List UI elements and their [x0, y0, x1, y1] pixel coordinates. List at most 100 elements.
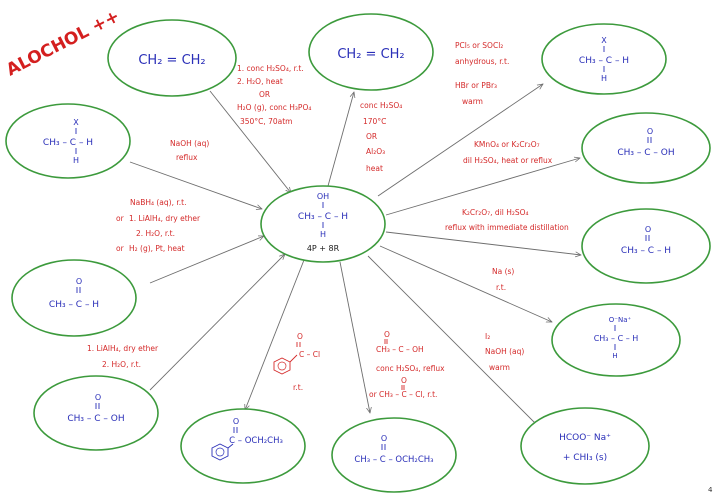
- svg-text:dil H₂SO₄, heat or reflux: dil H₂SO₄, heat or reflux: [463, 156, 553, 165]
- center-alcohol-node: OH CH₃ – C – H H 4P + 8R: [260, 185, 386, 263]
- svg-text:r.t.: r.t.: [293, 383, 303, 392]
- svg-text:H: H: [73, 156, 79, 165]
- svg-text:I₂: I₂: [485, 332, 490, 341]
- center-formula: CH₃ – C – H: [298, 212, 348, 222]
- svg-text:C – Cl: C – Cl: [299, 350, 320, 359]
- svg-text:OR: OR: [366, 132, 377, 141]
- svg-text:CH₃ – C – H: CH₃ – C – H: [579, 56, 629, 66]
- svg-text:H: H: [601, 74, 607, 83]
- benzoyl-chloride-conditions: O C – Cl r.t.: [273, 332, 320, 392]
- aldehyde-product-node: O CH₃ – C – H: [581, 208, 711, 284]
- svg-text:CH₃ – C – OH: CH₃ – C – OH: [617, 148, 674, 158]
- svg-text:1. LiAlH₄, dry ether: 1. LiAlH₄, dry ether: [87, 344, 159, 353]
- alkoxide-product-node: O⁻Na⁺ CH₃ – C – H H: [551, 303, 681, 377]
- svg-text:anhydrous, r.t.: anhydrous, r.t.: [455, 57, 509, 66]
- svg-text:OR: OR: [259, 90, 270, 99]
- reduction-acid-conditions: 1. LiAlH₄, dry ether 2. H₂O, r.t.: [87, 344, 159, 369]
- svg-text:conc H₂SO₄: conc H₂SO₄: [360, 101, 402, 110]
- arrow-dehydration: [327, 92, 354, 187]
- svg-text:O: O: [76, 277, 82, 286]
- svg-text:H: H: [612, 352, 617, 360]
- ethyl-ester-product-node: O CH₃ – C – OCH₂CH₃: [331, 417, 457, 493]
- arrow-substitution: [129, 161, 262, 209]
- svg-text:CH₃ – C – H: CH₃ – C – H: [49, 300, 99, 310]
- halogenation-conditions: PCl₅ or SOCl₂ anhydrous, r.t. HBr or PBr…: [455, 41, 509, 106]
- svg-text:C – OCH₂CH₃: C – OCH₂CH₃: [229, 436, 283, 446]
- svg-text:2. H₂O, r.t.: 2. H₂O, r.t.: [136, 229, 175, 238]
- benzene-ring-icon: [273, 357, 291, 375]
- arrow-oxidation-acid: [385, 158, 580, 216]
- arrow-halogenation: [377, 84, 543, 197]
- oxidation-acid-conditions: KMnO₄ or K₂Cr₂O₇ dil H₂SO₄, heat or refl…: [463, 140, 553, 165]
- svg-text:O: O: [233, 417, 239, 426]
- arrow-reduction-ketone: [149, 236, 264, 284]
- svg-text:HBr or PBr₃: HBr or PBr₃: [455, 81, 497, 90]
- svg-text:conc H₂SO₄, reflux: conc H₂SO₄, reflux: [376, 364, 445, 373]
- svg-text:NaOH (aq): NaOH (aq): [170, 139, 209, 148]
- svg-text:2. H₂O, r.t.: 2. H₂O, r.t.: [102, 360, 141, 369]
- svg-text:170°C: 170°C: [363, 117, 386, 126]
- arrow-iodoform: [367, 255, 540, 428]
- svg-text:X: X: [601, 36, 607, 45]
- arrow-phenyl-ester: [245, 259, 305, 410]
- svg-text:O: O: [401, 376, 407, 385]
- svg-text:O: O: [297, 332, 303, 341]
- oxidation-aldehyde-conditions: K₂Cr₂O₇, dil H₂SO₄ reflux with immediate…: [445, 208, 569, 232]
- svg-text:1. LiAlH₄, dry ether: 1. LiAlH₄, dry ether: [129, 214, 201, 223]
- svg-text:CH₃ – C – H: CH₃ – C – H: [43, 138, 93, 148]
- ethene-formula: CH₂ = CH₂: [138, 53, 205, 68]
- arrow-ethyl-ester: [339, 261, 370, 413]
- benzene-ring-icon: [211, 443, 229, 461]
- svg-text:O: O: [647, 127, 653, 136]
- svg-text:NaOH (aq): NaOH (aq): [485, 347, 524, 356]
- svg-text:or CH₃ – C – Cl, r.t.: or CH₃ – C – Cl, r.t.: [369, 390, 437, 399]
- svg-text:Al₂O₃: Al₂O₃: [366, 147, 385, 156]
- svg-text:Na (s): Na (s): [492, 267, 514, 276]
- ethene-node-right: CH₂ = CH₂: [308, 13, 434, 91]
- svg-text:KMnO₄ or K₂Cr₂O₇: KMnO₄ or K₂Cr₂O₇: [474, 140, 540, 149]
- iodoform-product-node: HCOO⁻ Na⁺ + CHI₃ (s): [520, 407, 650, 485]
- ethanoic-acid-reactant-node: O CH₃ – C – OH: [33, 375, 159, 451]
- svg-text:reflux: reflux: [176, 153, 198, 162]
- reduction-ketone-conditions: NaBH₄ (aq), r.t. or 1. LiAlH₄, dry ether…: [116, 198, 201, 253]
- sodium-conditions: Na (s) r.t.: [492, 267, 514, 292]
- ethene-node-left: CH₂ = CH₂: [107, 19, 237, 97]
- svg-text:heat: heat: [366, 164, 383, 173]
- arrow-reduction-acid: [149, 254, 285, 391]
- center-h: H: [320, 230, 326, 239]
- svg-text:warm: warm: [489, 363, 510, 372]
- iodoform-conditions: I₂ NaOH (aq) warm: [485, 332, 524, 372]
- haloalkane-reactant-node: X CH₃ – C – H H: [5, 103, 131, 179]
- svg-text:1. conc H₂SO₄, r.t.: 1. conc H₂SO₄, r.t.: [237, 64, 304, 73]
- svg-text:NaBH₄ (aq), r.t.: NaBH₄ (aq), r.t.: [130, 198, 186, 207]
- svg-text:H₂ (g), Pt, heat: H₂ (g), Pt, heat: [129, 244, 185, 253]
- svg-text:+ CHI₃ (s): + CHI₃ (s): [563, 453, 607, 463]
- haloalkane-product-node: X CH₃ – C – H H: [541, 23, 667, 95]
- svg-text:H₂O (g), conc H₃PO₄: H₂O (g), conc H₃PO₄: [237, 103, 311, 112]
- svg-text:or: or: [116, 244, 125, 253]
- svg-text:CH₃ – C – OCH₂CH₃: CH₃ – C – OCH₂CH₃: [354, 455, 433, 465]
- svg-text:K₂Cr₂O₇, dil H₂SO₄: K₂Cr₂O₇, dil H₂SO₄: [462, 208, 529, 217]
- phenyl-ester-product-node: O C – OCH₂CH₃: [180, 408, 306, 484]
- svg-text:warm: warm: [462, 97, 483, 106]
- arrow-sodium: [379, 245, 552, 323]
- svg-text:O: O: [384, 330, 390, 339]
- arrow-hydration: [209, 90, 291, 193]
- svg-text:CH₃ – C – OH: CH₃ – C – OH: [376, 345, 424, 354]
- svg-text:O: O: [95, 393, 101, 402]
- svg-text:CH₃ – C – OH: CH₃ – C – OH: [67, 414, 124, 424]
- center-oh: OH: [317, 192, 329, 201]
- svg-text:2. H₂O, heat: 2. H₂O, heat: [237, 77, 283, 86]
- reaction-count: 4P + 8R: [307, 244, 340, 253]
- svg-text:CH₃ – C – H: CH₃ – C – H: [594, 334, 639, 343]
- page-title: ALOCHOL ++: [3, 6, 123, 80]
- ethene-formula: CH₂ = CH₂: [337, 47, 404, 62]
- svg-text:350°C, 70atm: 350°C, 70atm: [240, 117, 292, 126]
- reaction-arrows: [129, 84, 581, 428]
- svg-text:or: or: [116, 214, 125, 223]
- svg-text:PCl₅ or SOCl₂: PCl₅ or SOCl₂: [455, 41, 503, 50]
- svg-text:reflux with immediate distilla: reflux with immediate distillation: [445, 223, 569, 232]
- svg-text:r.t.: r.t.: [496, 283, 506, 292]
- svg-text:X: X: [73, 118, 79, 127]
